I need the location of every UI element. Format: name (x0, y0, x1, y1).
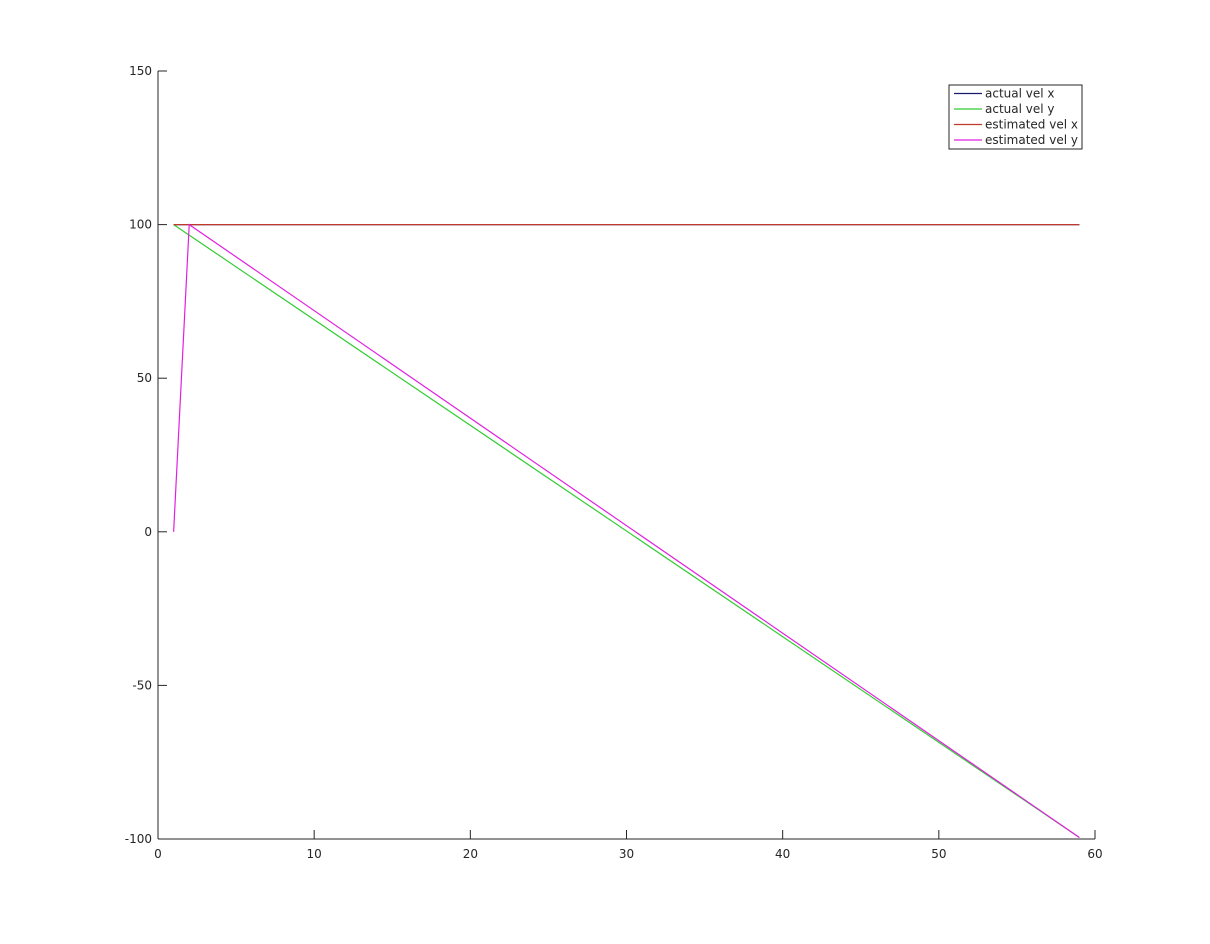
y-tick-label: -50 (132, 678, 152, 692)
y-tick-label: 0 (144, 525, 152, 539)
y-tick-label: 150 (129, 64, 152, 78)
legend-box (948, 84, 1083, 150)
series-line-4 (173, 223, 1080, 838)
x-tick-label: 10 (307, 847, 322, 861)
legend-label: estimated vel y (985, 133, 1078, 147)
x-tick-label: 40 (775, 847, 790, 861)
x-tick-label: 50 (931, 847, 946, 861)
series-line-2 (173, 224, 1080, 838)
x-tick-label: 20 (463, 847, 478, 861)
x-tick-label: 60 (1087, 847, 1102, 861)
plot-series-layer (173, 223, 1080, 838)
x-tick-label: 0 (154, 847, 162, 861)
legend-label: estimated vel x (985, 118, 1078, 132)
ticks-layer: 0 10 20 30 40 50 60 -100 -50 0 50 100 150 (125, 64, 1103, 861)
legend-label: actual vel x (985, 87, 1055, 101)
y-tick-label: 100 (129, 218, 152, 232)
y-tick-label: -100 (125, 832, 152, 846)
legend-label: actual vel y (985, 102, 1055, 116)
y-tick-label: 50 (137, 371, 152, 385)
x-tick-label: 30 (619, 847, 634, 861)
